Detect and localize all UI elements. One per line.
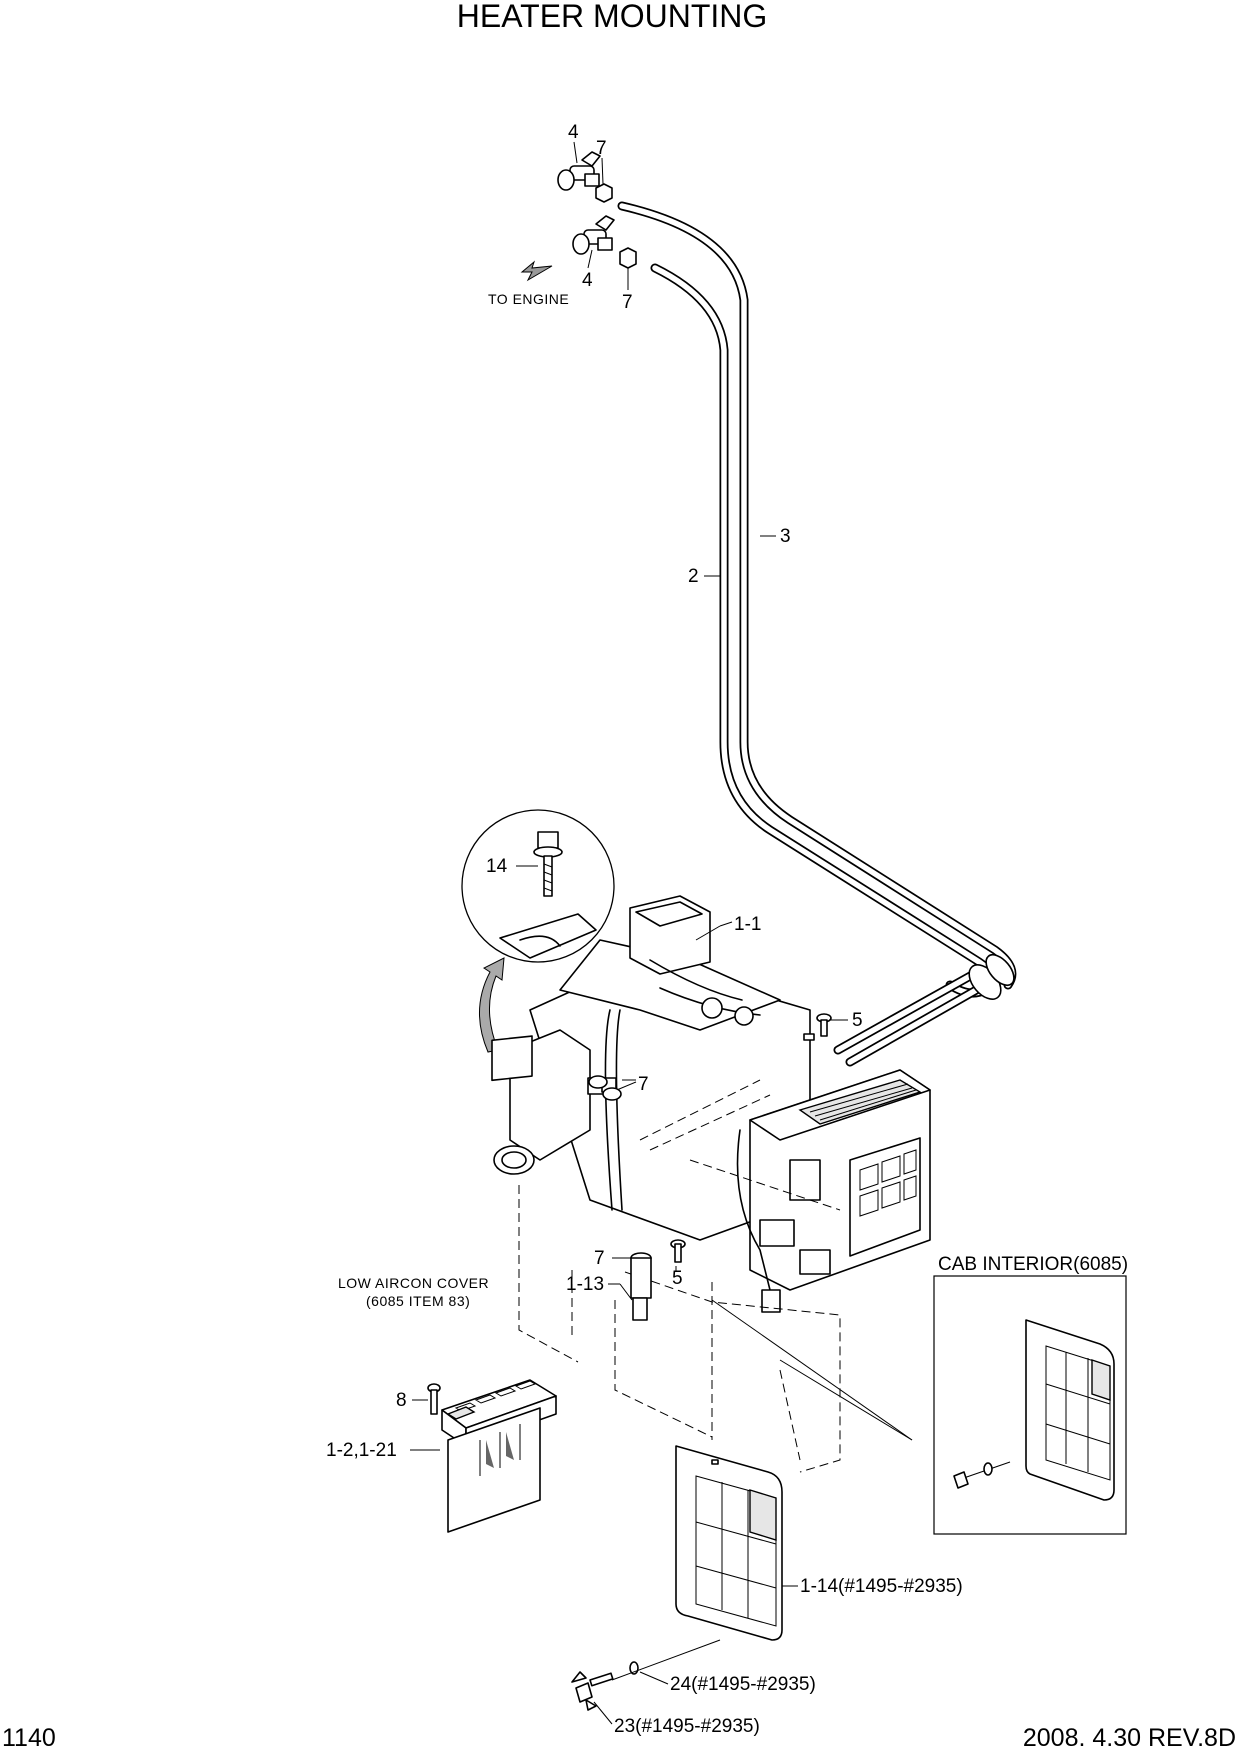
callout-2: 2: [688, 566, 699, 587]
callout-5-right: 5: [852, 1010, 863, 1031]
cover-dashed-outline: [518, 1079, 841, 1473]
heater-unit: [491, 895, 931, 1313]
callout-8: 8: [396, 1390, 407, 1411]
callout-7-top: 7: [596, 138, 607, 159]
hose-2: [650, 263, 998, 998]
callout-4-top: 4: [568, 122, 579, 143]
screw-8: [427, 1383, 441, 1415]
callout-1-2-1-21: 1-2,1-21: [326, 1440, 397, 1461]
page-number: 1140: [2, 1724, 56, 1752]
cab-interior-label: CAB INTERIOR(6085): [938, 1254, 1128, 1275]
nut-7-mid: [619, 247, 637, 269]
revision-date: 2008. 4.30 REV.8D: [1023, 1724, 1236, 1752]
page-title: HEATER MOUNTING: [457, 0, 768, 34]
cover-1-14: [675, 1445, 783, 1641]
cab-interior-inset: [933, 1275, 1127, 1535]
callout-3: 3: [780, 526, 791, 547]
callout-5-lower: 5: [672, 1268, 683, 1289]
screw-5-right: [816, 1013, 832, 1037]
to-engine-label: TO ENGINE: [488, 291, 569, 307]
callout-14: 14: [486, 856, 508, 877]
callout-7-mid: 7: [622, 292, 633, 313]
rotate-arrow-icon: [479, 957, 505, 1053]
arrow-to-engine-icon: [520, 260, 553, 282]
callout-1-14: 1-14(#1495-#2935): [800, 1576, 963, 1597]
callout-7-heater: 7: [638, 1074, 649, 1095]
callout-23: 23(#1495-#2935): [614, 1716, 760, 1737]
hose-lower-run: [833, 953, 1015, 1067]
nut-7-top: [595, 183, 613, 203]
low-aircon-cover-line1: LOW AIRCON COVER: [338, 1275, 489, 1291]
callout-7-lower: 7: [594, 1248, 605, 1269]
callout-4-mid: 4: [582, 270, 593, 291]
callout-1-1: 1-1: [734, 914, 761, 935]
screw-5-lower: [670, 1239, 686, 1263]
control-panel: [441, 1379, 557, 1533]
detail-circle: [461, 809, 615, 963]
low-aircon-cover-line2: (6085 ITEM 83): [366, 1293, 470, 1309]
filter-1-13: [630, 1252, 652, 1321]
hose-3: [617, 201, 1017, 990]
clamps-7-heater: [588, 1075, 622, 1101]
valve-4-top: [557, 151, 601, 191]
valve-4-mid: [572, 215, 615, 255]
callout-24: 24(#1495-#2935): [670, 1674, 816, 1695]
callout-1-13: 1-13: [566, 1274, 604, 1295]
wing-bolt-23: [571, 1671, 614, 1711]
